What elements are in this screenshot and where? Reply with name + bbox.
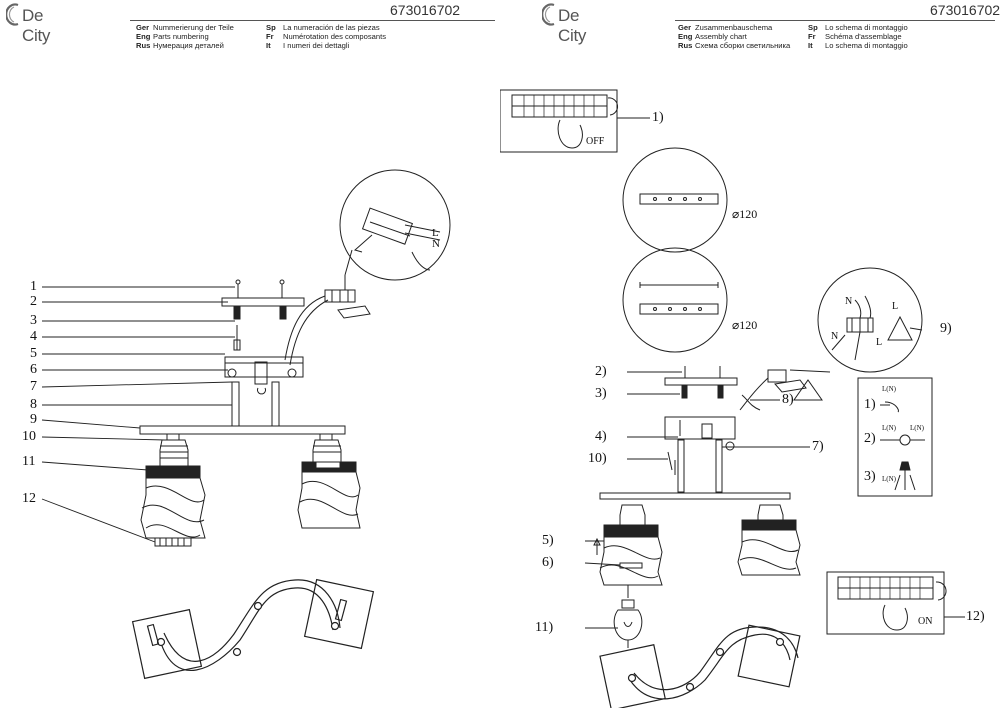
step-label-8: 8) bbox=[782, 392, 794, 407]
top-view-shape bbox=[131, 578, 375, 680]
part-label-3: 3 bbox=[30, 313, 37, 328]
lamp-left bbox=[593, 504, 663, 586]
wiring-step-2: 2) bbox=[864, 431, 876, 446]
diameter-label-2: ⌀120 bbox=[732, 318, 758, 332]
step-label-3: 3) bbox=[595, 386, 607, 401]
part-label-1: 1 bbox=[30, 279, 37, 294]
part-label-7: 7 bbox=[30, 379, 37, 394]
part-label-5: 5 bbox=[30, 346, 37, 361]
breaker-on-box bbox=[826, 571, 965, 635]
wire-letter-l-top: L bbox=[892, 301, 899, 312]
wire-letter-n-bottom: N bbox=[831, 331, 839, 342]
wire-letter-n-top: N bbox=[845, 296, 853, 307]
mounting-bar bbox=[664, 366, 823, 411]
wire-label-n: N bbox=[432, 238, 440, 250]
part-label-10: 10 bbox=[22, 429, 36, 444]
part-label-6: 6 bbox=[30, 362, 37, 377]
step-label-4: 4) bbox=[595, 429, 607, 444]
step-label-11: 11) bbox=[535, 620, 554, 635]
detail-circle bbox=[339, 169, 451, 281]
mounting-bar bbox=[221, 279, 305, 351]
part-label-4: 4 bbox=[30, 329, 37, 344]
part-label-2: 2 bbox=[30, 294, 37, 309]
step-label-5: 5) bbox=[542, 533, 554, 548]
wiring-step-1: 1) bbox=[864, 397, 876, 412]
step-label-1: 1) bbox=[652, 110, 664, 125]
step-label-10: 10) bbox=[588, 451, 607, 466]
diameter-label-1: ⌀120 bbox=[732, 207, 758, 221]
post-left bbox=[677, 439, 685, 493]
wire-letter-l-bottom: L bbox=[876, 337, 883, 348]
wiring-step-3: 3) bbox=[864, 469, 876, 484]
ln-label-1: L(N) bbox=[882, 385, 896, 393]
ln-label-3: L(N) bbox=[910, 424, 924, 432]
wiring-options-box bbox=[857, 377, 933, 497]
bar-detail-1 bbox=[622, 147, 728, 253]
brand-name: De City bbox=[558, 6, 587, 45]
header-rule bbox=[130, 20, 495, 21]
parts-diagram bbox=[41, 169, 451, 680]
logo-mark bbox=[542, 3, 555, 26]
lamp-left bbox=[140, 433, 206, 547]
lamp-right bbox=[737, 504, 801, 576]
step-label-2: 2) bbox=[595, 364, 607, 379]
breaker-off-box bbox=[500, 89, 650, 153]
leader-lines bbox=[41, 286, 235, 543]
canopy bbox=[664, 416, 736, 451]
part-label-11: 11 bbox=[22, 454, 36, 469]
logo-mark bbox=[6, 3, 19, 26]
bar-detail-2 bbox=[622, 247, 728, 353]
part-label-9: 9 bbox=[30, 412, 37, 427]
article-code: 673016702 bbox=[390, 2, 461, 18]
lamp-right bbox=[297, 433, 361, 529]
bulb bbox=[613, 585, 643, 648]
step-label-6: 6) bbox=[542, 555, 554, 570]
ln-label-2: L(N) bbox=[882, 424, 896, 432]
canopy bbox=[224, 356, 304, 395]
header-rule bbox=[675, 20, 995, 21]
post-left bbox=[231, 381, 240, 427]
post-right bbox=[715, 439, 723, 493]
step-label-9: 9) bbox=[940, 321, 952, 336]
wire-label-l: L bbox=[432, 227, 439, 239]
top-view-shape bbox=[599, 624, 801, 708]
ln-label-4: L(N) bbox=[882, 475, 896, 483]
base-plate bbox=[139, 425, 346, 435]
step-label-7: 7) bbox=[812, 439, 824, 454]
off-label: OFF bbox=[586, 136, 605, 147]
post-arrow bbox=[667, 451, 676, 475]
article-code: 673016702 bbox=[930, 2, 1000, 18]
leader-lines bbox=[584, 371, 810, 629]
post-right bbox=[271, 381, 280, 427]
wiring-detail bbox=[789, 267, 923, 373]
assembly-diagram bbox=[500, 89, 965, 708]
terminal-block bbox=[284, 249, 371, 366]
base-plate bbox=[599, 492, 791, 500]
on-label: ON bbox=[918, 616, 933, 627]
part-label-8: 8 bbox=[30, 397, 37, 412]
step-label-12: 12) bbox=[966, 609, 985, 624]
part-label-12: 12 bbox=[22, 491, 36, 506]
brand-name: De City bbox=[22, 6, 51, 45]
